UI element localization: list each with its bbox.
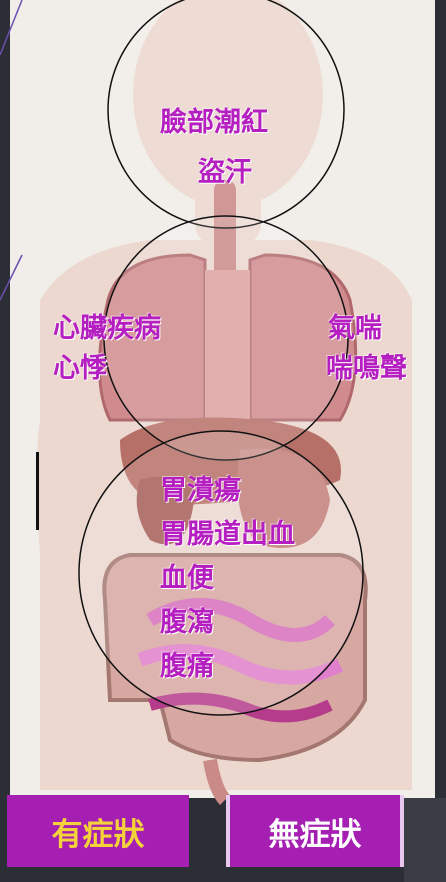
lung-symptom-label-2: 喘鳴聲	[326, 352, 407, 386]
gut-symptom-label-5: 腹痛	[160, 650, 214, 684]
heart-symptom-label-2: 心悸	[53, 352, 107, 386]
gut-symptom-label-1: 胃潰瘍	[160, 474, 241, 508]
gut-symptom-label-2: 胃腸道出血	[160, 518, 295, 552]
text-cursor	[36, 452, 39, 530]
heart-symptom-label-1: 心臟疾病	[53, 312, 161, 346]
decor-line	[0, 0, 22, 55]
symptomatic-button[interactable]: 有症狀	[7, 795, 189, 867]
gut-symptom-label-3: 血便	[160, 562, 214, 596]
asymptomatic-button[interactable]: 無症狀	[226, 795, 404, 867]
decor-line	[0, 255, 22, 300]
face-symptom-label-1: 臉部潮紅	[160, 106, 268, 140]
face-symptom-label-2: 盜汗	[198, 156, 252, 190]
gut-symptom-label-4: 腹瀉	[160, 606, 214, 640]
lung-symptom-label-1: 氣喘	[328, 312, 382, 346]
